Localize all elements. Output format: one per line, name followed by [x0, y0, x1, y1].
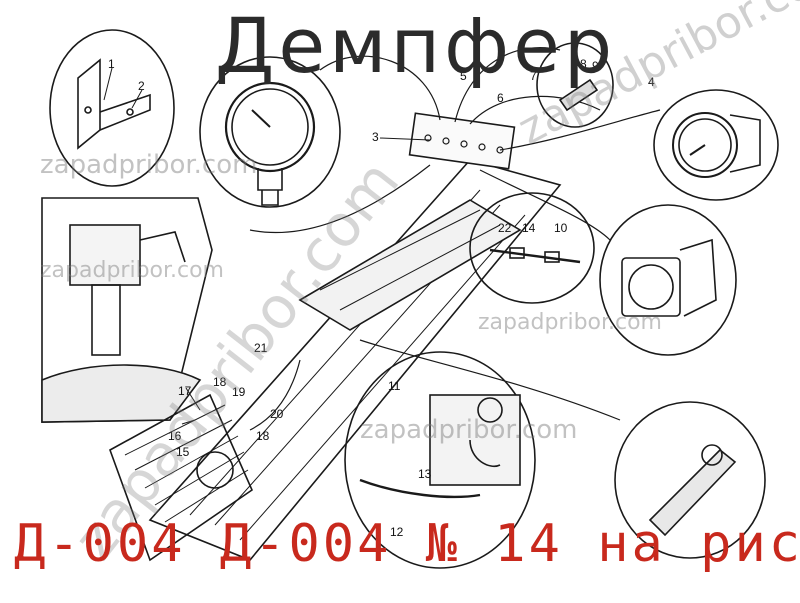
connector-block — [408, 112, 516, 170]
callout-17: 17 — [178, 384, 192, 398]
callout-22: 22 — [498, 221, 512, 235]
page-title: Демпфер — [215, 1, 617, 90]
callout-3: 3 — [372, 130, 379, 144]
callout-19: 19 — [232, 385, 246, 399]
callout-1: 1 — [108, 57, 115, 71]
gauge-right-inset — [653, 89, 779, 201]
callout-8: 8 — [580, 57, 587, 71]
callout-7: 7 — [530, 69, 537, 83]
pressure-gauge-inset — [199, 56, 341, 208]
callout-12: 12 — [390, 525, 404, 539]
bracket-inset — [49, 29, 175, 187]
callout-20: 20 — [270, 407, 284, 421]
fitting-inset — [614, 401, 766, 559]
sensor-inset — [536, 42, 614, 128]
part-caption: Д-004 Д-004 № 14 на рис. — [14, 514, 800, 574]
callout-5: 5 — [460, 69, 467, 83]
instrument-right-inset — [599, 204, 737, 356]
radiator-inset — [109, 393, 254, 562]
callout-2: 2 — [138, 79, 145, 93]
callout-6: 6 — [497, 91, 504, 105]
callout-4: 4 — [648, 75, 655, 89]
pipe-assembly-inset — [344, 351, 536, 569]
callout-18b: 18 — [256, 429, 270, 443]
coupling-inset — [469, 192, 595, 304]
callout-16: 16 — [168, 429, 182, 443]
callout-18: 18 — [213, 375, 227, 389]
callout-9: 9 — [592, 59, 599, 73]
callout-13: 13 — [418, 467, 432, 481]
callout-15: 15 — [176, 445, 190, 459]
callout-11: 11 — [388, 379, 401, 393]
callout-labels: 1 2 3 4 5 6 7 8 9 10 11 12 13 14 15 16 1… — [108, 57, 655, 539]
callout-21: 21 — [254, 341, 268, 355]
damper-left-inset — [41, 197, 213, 423]
callout-14: 14 — [522, 221, 536, 235]
callout-10: 10 — [554, 221, 568, 235]
